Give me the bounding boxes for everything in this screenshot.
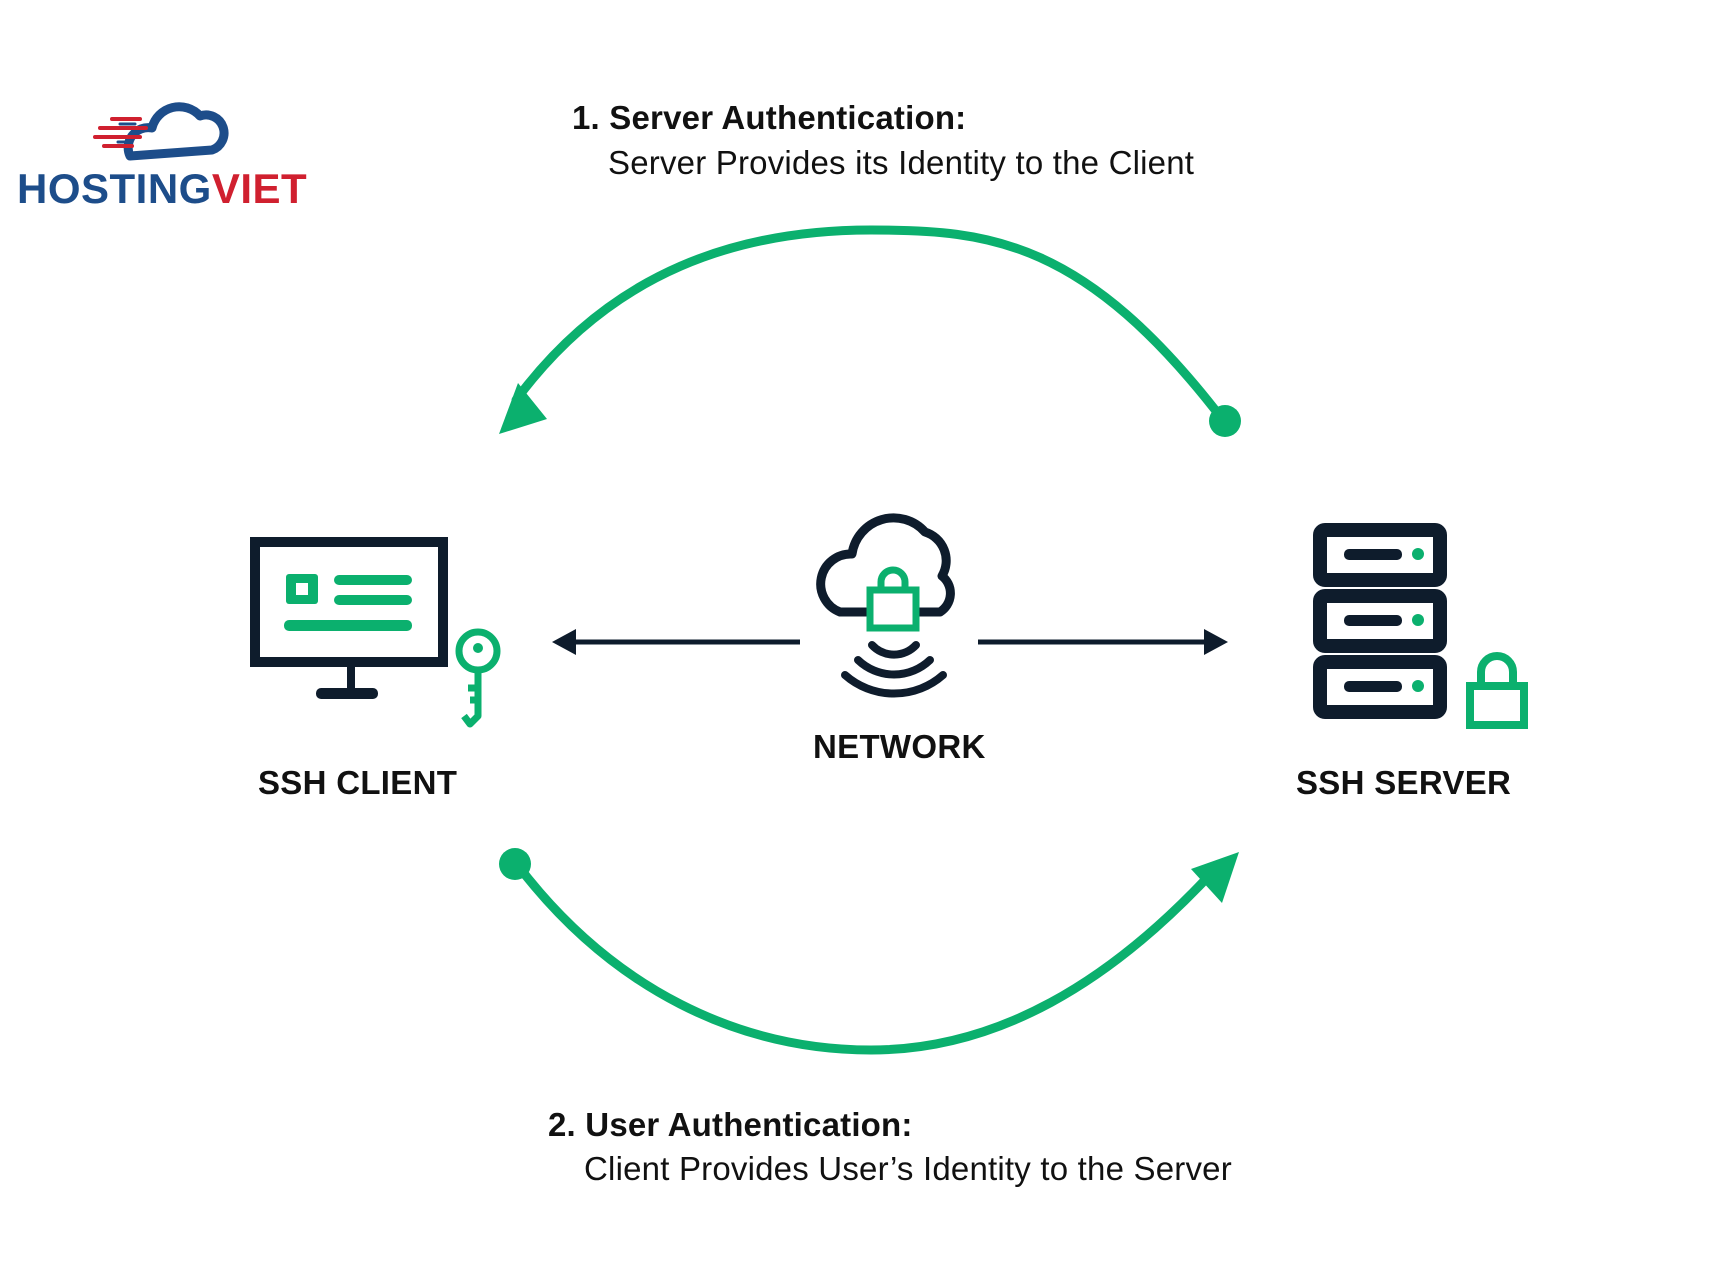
step-1-description: Server Provides its Identity to the Clie… [608, 144, 1195, 181]
network-to-client-arrow [552, 629, 800, 655]
network-to-server-arrow [978, 629, 1228, 655]
server-lock-icon [1466, 652, 1528, 729]
hostingviet-logo-mark [93, 102, 229, 161]
client-to-server-arc [499, 848, 1239, 1055]
hostingviet-logo-text: HOSTINGVIET [17, 165, 307, 213]
logo-text-viet: VIET [211, 165, 308, 212]
step-2-description: Client Provides User’s Identity to the S… [584, 1150, 1232, 1187]
ssh-server-label: SSH SERVER [1296, 764, 1512, 801]
network-label: NETWORK [813, 728, 986, 765]
ssh-client-label: SSH CLIENT [258, 764, 458, 801]
key-icon [455, 628, 501, 728]
arc-start-dot [499, 848, 531, 880]
arc-arrowhead [499, 383, 547, 434]
step-2-title: 2. User Authentication: [548, 1106, 913, 1143]
logo-text-hosting: HOSTING [17, 165, 212, 212]
arc-start-dot [1209, 405, 1241, 437]
monitor-icon [250, 537, 448, 699]
server-to-client-arc [499, 225, 1241, 437]
arc-arrowhead [1191, 852, 1239, 903]
step-1-title: 1. Server Authentication: [572, 99, 967, 136]
server-rack-icon [1313, 523, 1447, 719]
cloud-lock-icon [816, 513, 955, 632]
wireless-waves-icon [841, 641, 947, 698]
